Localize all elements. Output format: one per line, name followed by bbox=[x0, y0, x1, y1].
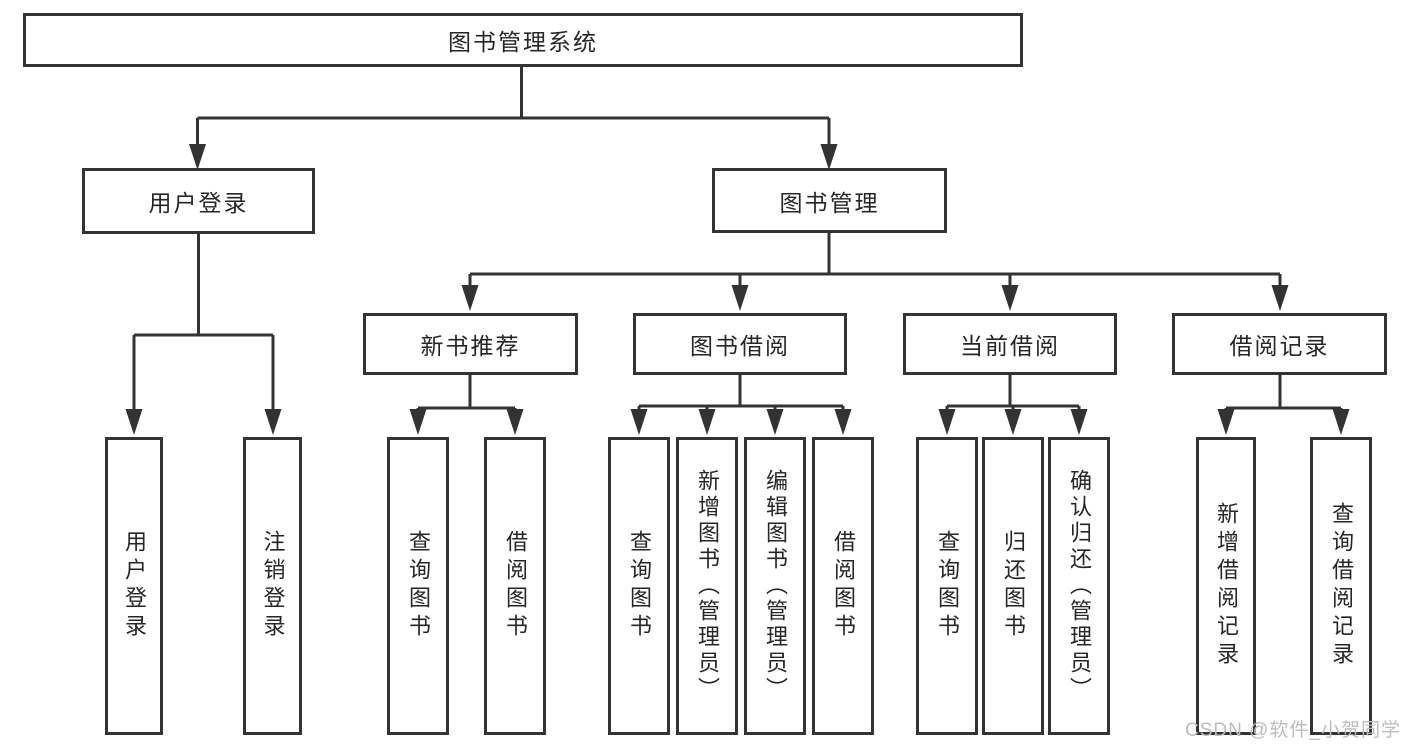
leaf-query-borrowing-record: 查询借阅记录 bbox=[1310, 437, 1372, 735]
node-new-book-recommendation: 新书推荐 bbox=[363, 313, 578, 375]
leaf-query-books-current: 查询图书 bbox=[916, 437, 978, 735]
node-user-login: 用户登录 bbox=[82, 168, 315, 234]
leaf-edit-books-admin: 编辑图书（管理员） bbox=[744, 437, 806, 735]
leaf-query-books-recommendation: 查询图书 bbox=[387, 437, 449, 735]
leaf-confirm-return-admin: 确认归还（管理员） bbox=[1048, 437, 1110, 735]
node-current-borrowing: 当前借阅 bbox=[903, 313, 1117, 375]
leaf-borrow-books-recommendation: 借阅图书 bbox=[484, 437, 546, 735]
csdn-watermark: CSDN @软件_小贺同学 bbox=[1185, 720, 1401, 741]
leaf-add-borrowing-record: 新增借阅记录 bbox=[1196, 437, 1256, 735]
leaf-add-books-admin: 新增图书（管理员） bbox=[676, 437, 738, 735]
leaf-return-books: 归还图书 bbox=[982, 437, 1044, 735]
leaf-user-login: 用户登录 bbox=[105, 437, 163, 735]
node-borrowing-records: 借阅记录 bbox=[1172, 313, 1387, 375]
node-book-borrowing: 图书借阅 bbox=[633, 313, 847, 375]
leaf-logout: 注销登录 bbox=[243, 437, 302, 735]
leaf-borrow-books: 借阅图书 bbox=[812, 437, 874, 735]
node-book-management: 图书管理 bbox=[712, 168, 947, 233]
leaf-query-books-borrowing: 查询图书 bbox=[608, 437, 670, 735]
node-library-management-system: 图书管理系统 bbox=[23, 13, 1023, 67]
